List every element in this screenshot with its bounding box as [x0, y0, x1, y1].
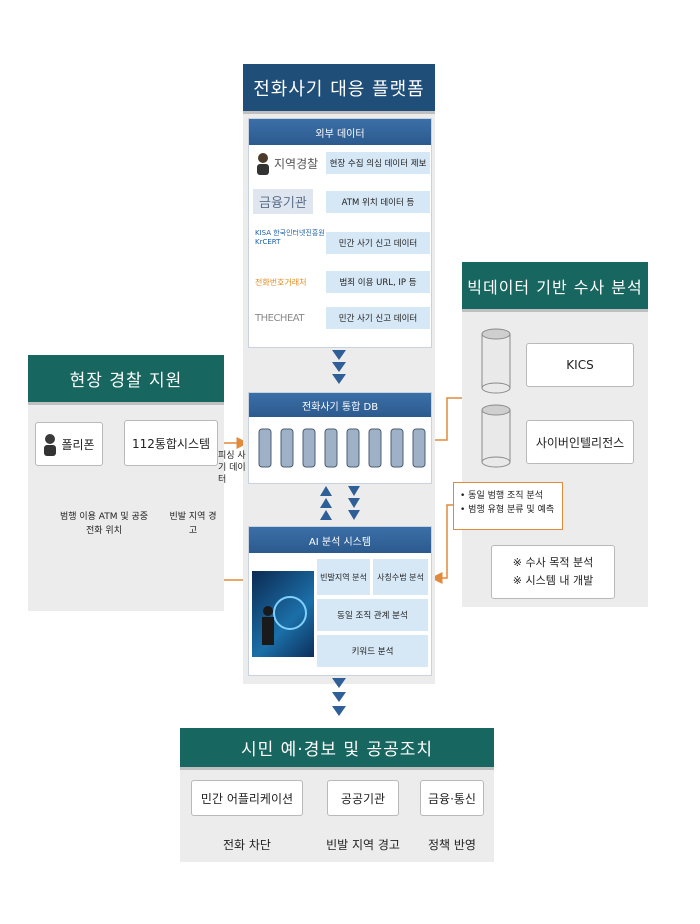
note-item: ※ 수사 목적 분석: [512, 556, 594, 569]
note-item: ※ 시스템 내 개발: [512, 574, 594, 587]
ai-item: 사칭수법 분석: [373, 559, 428, 595]
external-row-label: 범죄 이용 URL, IP 등: [326, 271, 430, 293]
external-row-label: 민간 사기 신고 데이터: [326, 232, 430, 254]
logo-financial-institution: 금융기관: [253, 187, 323, 215]
ai-item: 빈발지역 분석: [317, 559, 370, 595]
ai-analysis-header: AI 분석 시스템: [249, 527, 431, 553]
kics-box: KICS: [526, 343, 634, 387]
logo-kisa: KISA 한국인터넷진흥원 KrCERT: [255, 229, 325, 246]
ai-illustration-image: [252, 571, 314, 657]
integrated-db-header: 전화사기 통합 DB: [249, 393, 431, 417]
citizen-title: 시민 예·경보 및 공공조치: [180, 728, 494, 770]
down-arrows-icon: [332, 678, 346, 716]
private-app-box: 민간 어플리케이션: [191, 780, 303, 816]
bigdata-notes-box: ※ 수사 목적 분석 ※ 시스템 내 개발: [491, 545, 615, 599]
ai-item: 동일 조직 관계 분석: [317, 599, 428, 631]
result-item: • 범행 유형 분류 및 예측: [460, 505, 555, 515]
bidirectional-arrows-icon: [320, 486, 360, 520]
database-cylinders-icon: [258, 428, 426, 468]
hotspot-warning-note: 빈발 지역 경고: [169, 512, 217, 536]
atm-location-note: 범행 이용 ATM 및 공중전화 위치: [59, 512, 149, 536]
police-officer-icon: [257, 153, 269, 175]
cyber-intelligence-box: 사이버인텔리전스: [526, 420, 634, 464]
result-item: • 동일 범행 조직 분석: [460, 491, 543, 501]
platform-title: 전화사기 대응 플랫폼: [243, 64, 435, 114]
police-officer-icon: [44, 434, 57, 456]
call-block-caption: 전화 차단: [223, 838, 271, 852]
public-agency-box: 공공기관: [327, 780, 399, 816]
system-112-box: 112통합시스템: [124, 420, 218, 466]
ai-researchers-icon: [262, 596, 307, 645]
external-data-header: 외부 데이터: [249, 119, 431, 145]
external-row-label: ATM 위치 데이터 등: [326, 191, 430, 213]
ai-analysis-panel: AI 분석 시스템 빈발지역 분석 사칭수법 분석 동일 조직 관계 분석 키워…: [248, 526, 432, 676]
server-cylinders-icon: [481, 328, 511, 468]
integrated-db-panel: 전화사기 통합 DB: [248, 392, 432, 484]
external-data-panel: 외부 데이터 지역경찰 현장 수집 의심 데이터 제보 금융기관 ATM 위치 …: [248, 118, 432, 348]
bigdata-results-box: • 동일 범행 조직 분석 • 범행 유형 분류 및 예측: [453, 482, 563, 530]
bigdata-title: 빅데이터 기반 수사 분석: [462, 262, 648, 312]
phishing-data-label: 피싱 사기 데이터: [218, 451, 246, 485]
hotspot-warning-caption: 빈발 지역 경고: [326, 838, 400, 852]
logo-thecheat: THECHEAT: [255, 312, 304, 324]
policy-caption: 정책 반영: [428, 838, 476, 852]
logo-phone-registry: 전화번호거래처: [255, 277, 307, 287]
down-arrows-icon: [332, 350, 346, 384]
police-phone-box: 폴리폰: [35, 422, 103, 466]
external-row-label: 현장 수집 의심 데이터 제보: [326, 152, 430, 174]
ai-item: 키워드 분석: [317, 635, 428, 667]
finance-telecom-box: 금융·통신: [420, 780, 484, 816]
field-police-title: 현장 경찰 지원: [28, 355, 224, 405]
external-row-label: 민간 사기 신고 데이터: [326, 307, 430, 329]
logo-local-police: 지역경찰: [255, 149, 325, 177]
arrow-bigdata-to-ai: [430, 504, 453, 584]
